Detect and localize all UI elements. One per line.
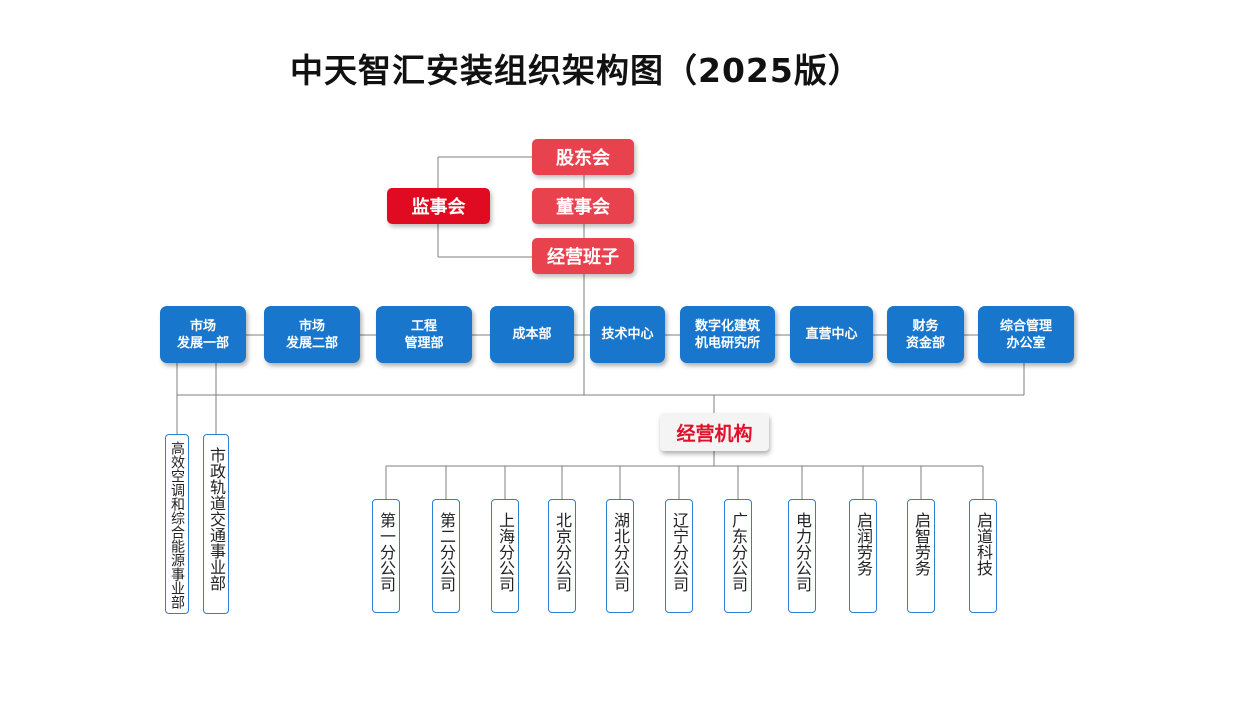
branch-label: 启润劳务 bbox=[854, 512, 873, 576]
branch-label: 启智劳务 bbox=[912, 512, 931, 576]
operations-box: 经营机构 bbox=[660, 413, 769, 451]
department-box: 市场 发展一部 bbox=[160, 306, 246, 363]
department-box: 成本部 bbox=[490, 306, 574, 363]
department-box: 工程 管理部 bbox=[376, 306, 472, 363]
department-box: 技术中心 bbox=[590, 306, 665, 363]
branch-label: 第一分公司 bbox=[377, 512, 396, 592]
department-box: 数字化建筑 机电研究所 bbox=[680, 306, 775, 363]
branch-box: 启智劳务 bbox=[907, 499, 935, 613]
branch-box: 电力分公司 bbox=[788, 499, 816, 613]
branch-box: 辽宁分公司 bbox=[665, 499, 693, 613]
branch-box: 启道科技 bbox=[969, 499, 997, 613]
board-box: 董事会 bbox=[532, 188, 634, 224]
branch-box: 北京分公司 bbox=[548, 499, 576, 613]
branch-label: 电力分公司 bbox=[793, 512, 812, 592]
branch-label: 启道科技 bbox=[974, 512, 993, 576]
management-box: 经营班子 bbox=[532, 238, 634, 274]
branch-label: 北京分公司 bbox=[553, 512, 572, 592]
supervisors-box: 监事会 bbox=[387, 188, 490, 224]
branch-box: 湖北分公司 bbox=[606, 499, 634, 613]
branch-label: 上海分公司 bbox=[496, 512, 515, 592]
branch-box: 上海分公司 bbox=[491, 499, 519, 613]
branch-label: 湖北分公司 bbox=[611, 512, 630, 592]
department-box: 市场 发展二部 bbox=[264, 306, 360, 363]
page-title: 中天智汇安装组织架构图（2025版） bbox=[290, 51, 862, 90]
department-box: 综合管理 办公室 bbox=[978, 306, 1074, 363]
department-box: 直营中心 bbox=[790, 306, 873, 363]
branch-box: 第一分公司 bbox=[372, 499, 400, 613]
branch-label: 广东分公司 bbox=[729, 512, 748, 592]
branch-label: 辽宁分公司 bbox=[670, 512, 689, 592]
business-unit-box: 市政轨道交通事业部 bbox=[203, 434, 229, 614]
shareholders-box: 股东会 bbox=[532, 139, 634, 175]
branch-box: 第二分公司 bbox=[432, 499, 460, 613]
branch-box: 启润劳务 bbox=[849, 499, 877, 613]
department-box: 财务 资金部 bbox=[887, 306, 964, 363]
branch-box: 广东分公司 bbox=[724, 499, 752, 613]
business-unit-label: 市政轨道交通事业部 bbox=[207, 447, 226, 591]
branch-label: 第二分公司 bbox=[437, 512, 456, 592]
business-unit-label: 高效空调和综合能源事业部 bbox=[169, 441, 185, 609]
business-unit-box: 高效空调和综合能源事业部 bbox=[165, 434, 189, 614]
